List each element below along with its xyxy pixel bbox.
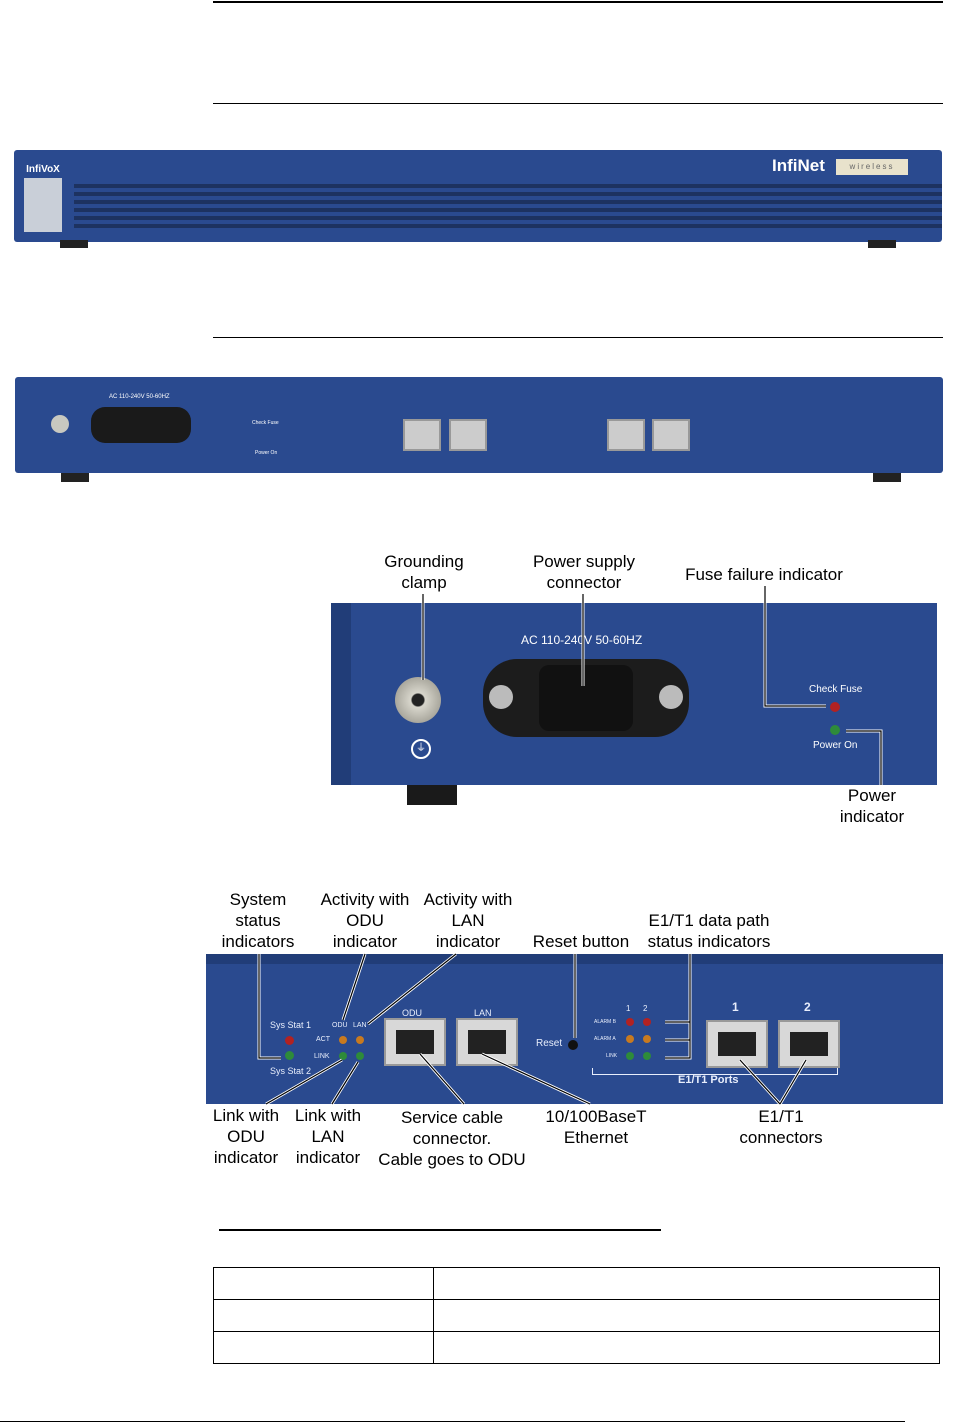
callout-reset-button: Reset button [532, 932, 630, 951]
e1t1-col-2: 2 [643, 1004, 648, 1013]
e1t1-link-label: LINK [606, 1053, 618, 1059]
e1t1-ports-label: E1/T1 Ports [678, 1074, 739, 1086]
lan-link-led [356, 1052, 364, 1060]
footer-rule [0, 1421, 905, 1422]
power-connector [483, 659, 689, 737]
front-left-badge: InfiVoX [24, 162, 62, 232]
foot [407, 785, 457, 805]
alarm-b-led-1 [626, 1018, 634, 1026]
sys-stat-2-led [285, 1051, 294, 1060]
screw-left-icon [489, 685, 513, 709]
reset-label: Reset [536, 1038, 563, 1049]
alarm-a-label: ALARM A [594, 1036, 616, 1042]
e1t1-port-2-small [652, 419, 690, 451]
act-label: ACT [316, 1036, 330, 1043]
lan-act-led [356, 1036, 364, 1044]
lan-port [456, 1018, 518, 1066]
table-row [213, 1267, 940, 1300]
lan-port-label: LAN [474, 1008, 492, 1018]
odu-link-led [339, 1052, 347, 1060]
rule-rear-view [213, 337, 943, 338]
e1t1-port-1-number: 1 [732, 1000, 739, 1014]
wireless-logo: wireless [836, 159, 908, 175]
rule-front-view [213, 103, 943, 104]
grounding-clamp [395, 677, 441, 723]
alarm-b-led-2 [643, 1018, 651, 1026]
lan-led-header: LAN [353, 1022, 367, 1029]
infinet-logo: InfiNet [772, 156, 825, 175]
alarm-a-led-1 [626, 1035, 634, 1043]
front-panel-image: InfiVoX InfiNet wireless [14, 150, 942, 248]
sys-stat-1-label: Sys Stat 1 [270, 1020, 312, 1030]
foot-right [873, 473, 901, 482]
check-fuse-small: Check Fuse [252, 420, 279, 426]
link-label: LINK [314, 1053, 330, 1060]
check-fuse-label: Check Fuse [809, 684, 863, 695]
power-on-led [830, 725, 840, 735]
power-on-label: Power On [813, 740, 858, 751]
e1t1-port-1 [706, 1020, 768, 1068]
power-connector-small [91, 407, 191, 443]
odu-port-small [403, 419, 441, 451]
e1t1-port-1-small [607, 419, 645, 451]
ground-symbol-icon: ⏚ [411, 739, 431, 759]
e1t1-bracket [592, 1068, 838, 1075]
e1t1-link-led-2 [643, 1052, 651, 1060]
power-on-small: Power On [255, 450, 278, 456]
alarm-b-label: ALARM B [594, 1019, 616, 1025]
foot-left [61, 473, 89, 482]
foot-left [60, 240, 88, 248]
infivox-logo-text: InfiVoX [24, 162, 62, 178]
power-detail-image: AC 110-240V 50-60HZ ⏚ Check Fuse Power O… [331, 603, 937, 805]
top-rule [213, 1, 943, 3]
table-row [213, 1331, 940, 1364]
odu-port [384, 1018, 446, 1066]
reset-button-hole [568, 1040, 578, 1050]
grounding-clamp-small [51, 415, 69, 433]
ac-rating-small: AC 110-240V 50-60HZ [109, 394, 170, 400]
sys-stat-2-label: Sys Stat 2 [270, 1066, 312, 1076]
spec-table [213, 1267, 940, 1364]
e1t1-port-2 [778, 1020, 840, 1068]
alarm-a-led-2 [643, 1035, 651, 1043]
rear-panel-image: AC 110-240V 50-60HZ Check Fuse Power On [15, 377, 945, 482]
callout-fuse-failure: Fuse failure indicator [685, 565, 843, 584]
lan-port-small [449, 419, 487, 451]
section-heading-rule [219, 1229, 661, 1231]
odu-port-label: ODU [402, 1008, 422, 1018]
sys-stat-1-led [285, 1036, 294, 1045]
odu-act-led [339, 1036, 347, 1044]
table-row [213, 1299, 940, 1332]
e1t1-col-1: 1 [626, 1004, 631, 1013]
check-fuse-led [830, 702, 840, 712]
e1t1-port-2-number: 2 [804, 1000, 811, 1014]
front-vents [74, 184, 942, 228]
odu-led-header: ODU [332, 1022, 348, 1029]
foot-right [868, 240, 896, 248]
e1t1-link-led-1 [626, 1052, 634, 1060]
screw-right-icon [659, 685, 683, 709]
